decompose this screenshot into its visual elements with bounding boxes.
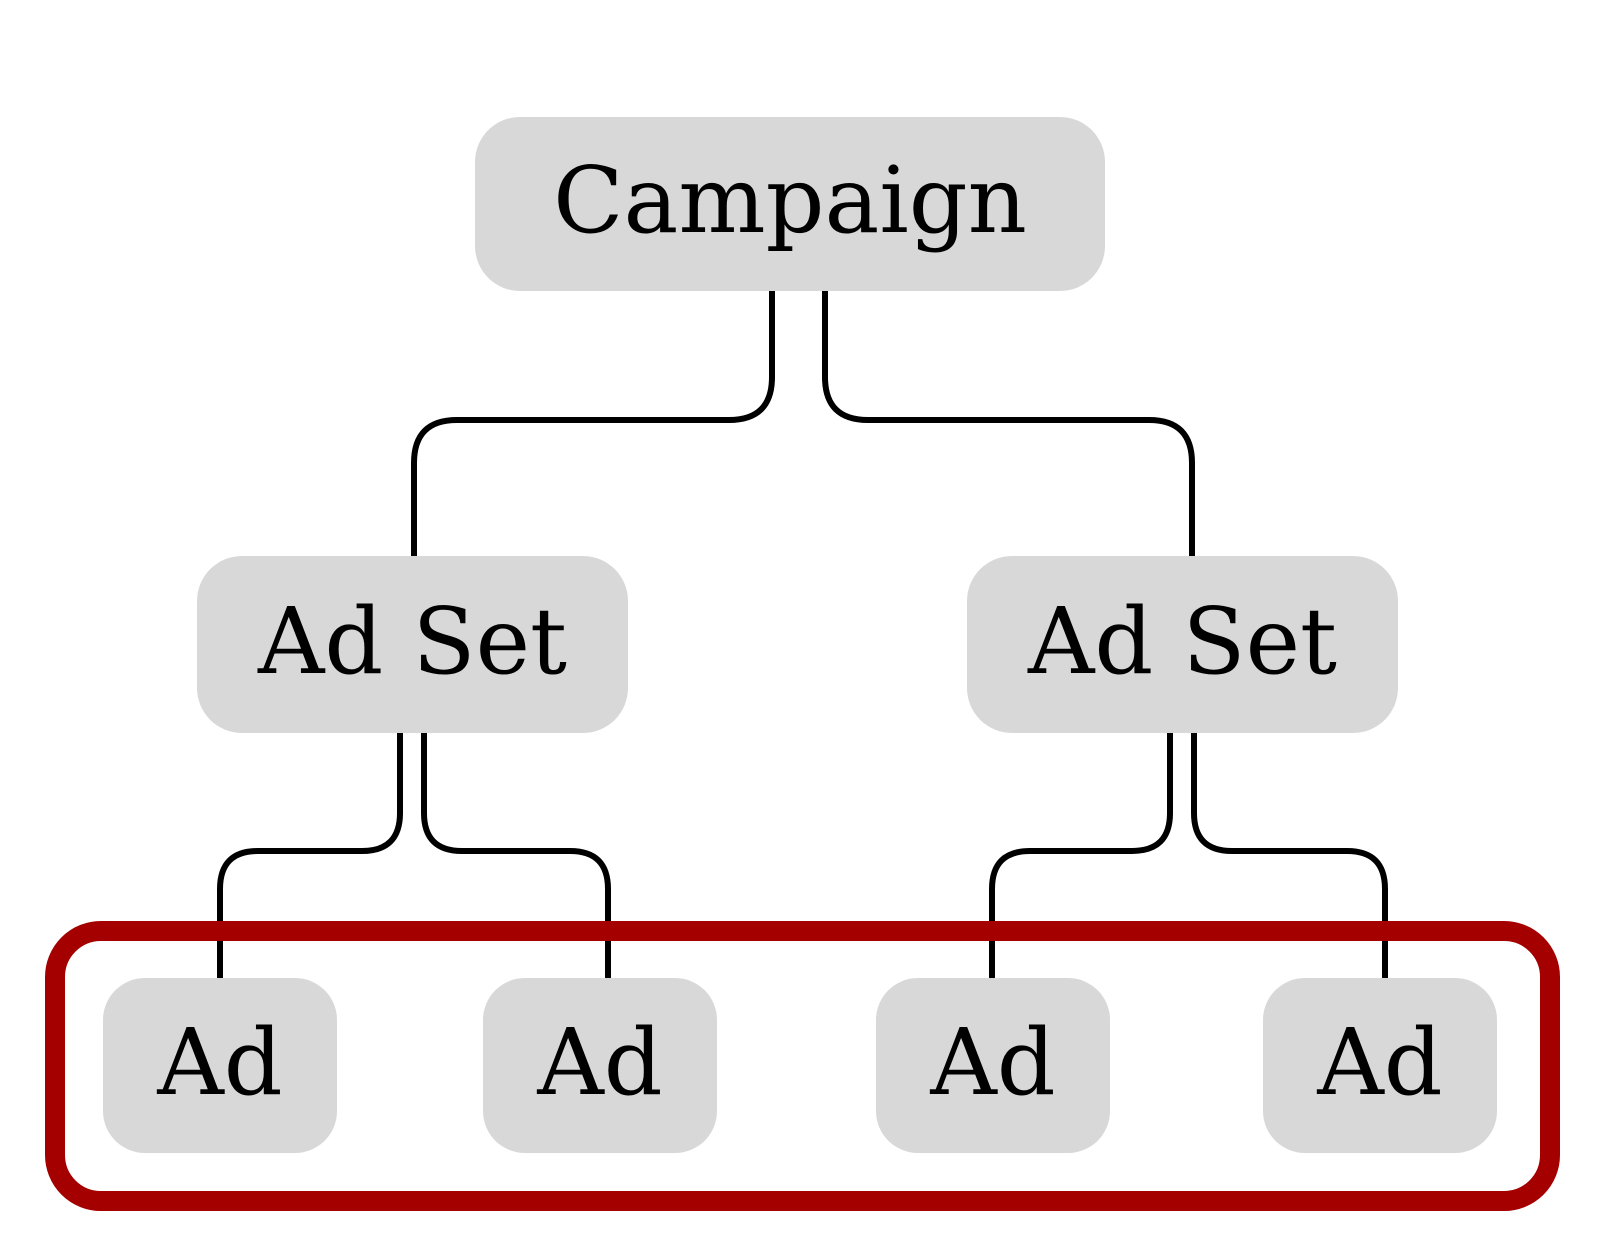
node-ad-1-label: Ad <box>157 1008 283 1116</box>
node-ad-4: Ad <box>1263 978 1497 1153</box>
edge-adset-left-to-ad-2 <box>421 731 611 980</box>
node-ad-4-label: Ad <box>1317 1008 1443 1116</box>
ad-level-highlight-frame <box>45 921 1560 1211</box>
node-adset-right-label: Ad Set <box>1027 587 1338 695</box>
node-ad-2-label: Ad <box>537 1008 663 1116</box>
node-campaign: Campaign <box>475 117 1105 291</box>
node-adset-left-label: Ad Set <box>257 587 568 695</box>
node-ad-2: Ad <box>483 978 717 1153</box>
edge-adset-left-to-ad-1 <box>217 731 403 980</box>
edge-adset-right-to-ad-3 <box>989 731 1173 980</box>
node-adset-left: Ad Set <box>197 556 628 733</box>
node-ad-3-label: Ad <box>930 1008 1056 1116</box>
node-campaign-label: Campaign <box>553 147 1027 254</box>
node-ad-1: Ad <box>103 978 337 1153</box>
node-ad-3: Ad <box>876 978 1110 1153</box>
edge-campaign-to-adset-right <box>822 290 1195 558</box>
node-adset-right: Ad Set <box>967 556 1398 733</box>
edge-campaign-to-adset-left <box>411 290 775 558</box>
edge-adset-right-to-ad-4 <box>1191 731 1388 980</box>
